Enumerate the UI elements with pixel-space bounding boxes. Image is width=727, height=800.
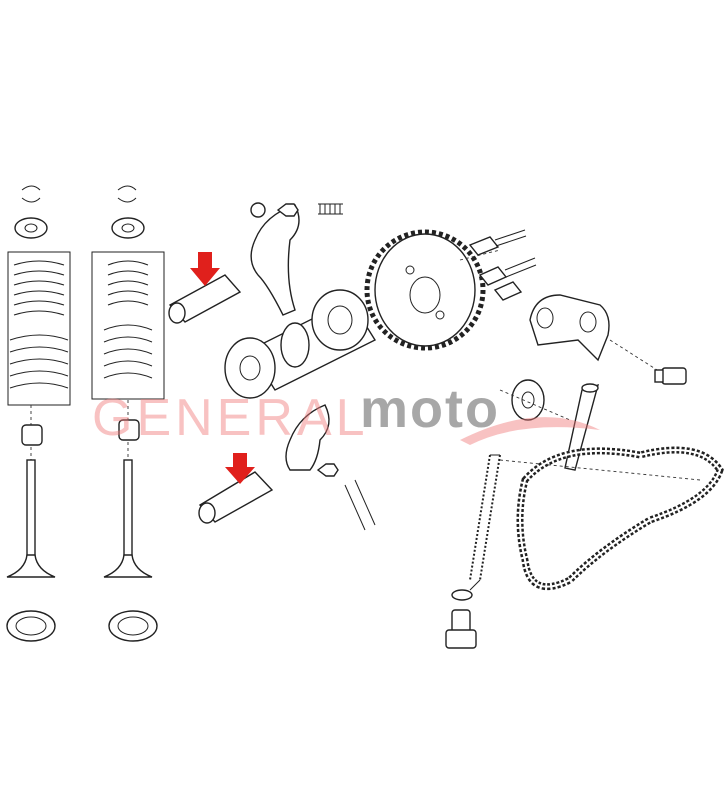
highlight-arrow-lower: [225, 453, 255, 484]
cam-bearing-right: [311, 289, 369, 351]
bracket-bolt: [654, 367, 687, 385]
adjuster-nut: [250, 202, 266, 218]
valve-springs-box: [7, 251, 71, 406]
tensioner-spring: [469, 454, 501, 591]
valve-assembly-right: [91, 185, 165, 642]
sprocket-bolts: [468, 229, 537, 301]
cam-sprocket: [364, 229, 486, 351]
valve-spring-outer: [9, 260, 69, 389]
upper-rocker-shaft: [168, 274, 242, 324]
spring-retainer: [111, 217, 145, 239]
adjuster-screw: [344, 479, 376, 531]
spring-retainer: [14, 217, 48, 239]
tensioner-bolt: [445, 609, 477, 649]
valve-springs-box: [91, 251, 165, 400]
valve-seat-washer: [6, 610, 56, 642]
upper-rocker-arm: [250, 202, 343, 316]
valve-keepers: [117, 185, 137, 203]
sealing-washer: [451, 589, 473, 601]
cam-lobe: [280, 322, 310, 368]
lock-nut: [316, 463, 339, 477]
valve-stem-seal: [21, 424, 43, 446]
logo-swoosh: [460, 417, 600, 445]
valve-stem-seal: [118, 419, 140, 441]
valve-assembly-left: [6, 185, 71, 642]
valve-stem: [26, 459, 36, 561]
valve-keepers: [21, 185, 41, 203]
watermark-logo-moto: moto: [360, 379, 500, 439]
timing-chain: [516, 446, 724, 591]
cam-holder-bracket: [529, 294, 610, 362]
lower-rocker-shaft: [198, 471, 274, 524]
highlight-arrow-upper: [190, 252, 220, 286]
valve-head: [6, 554, 56, 578]
valve-stem: [123, 459, 133, 561]
lock-nut: [276, 203, 299, 217]
watermark-logo-general: GENERAL: [92, 389, 369, 447]
valve-seat-washer: [108, 610, 158, 642]
adjuster-screw: [318, 203, 343, 215]
camshaft: [224, 289, 377, 399]
tensioner-pushrod: [564, 383, 600, 471]
valve-head: [103, 554, 153, 578]
lower-rocker-arm: [285, 404, 376, 531]
cam-bearing-left: [224, 337, 276, 399]
chain-guide-roller: [511, 379, 545, 421]
